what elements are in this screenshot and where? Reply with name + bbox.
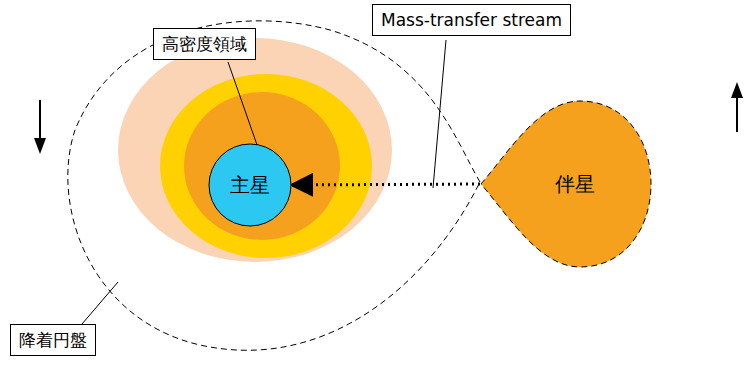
leader-line (82, 282, 118, 324)
orbit-direction-arrow (731, 82, 743, 98)
orbit-direction-arrow (39, 100, 41, 140)
primary-star-fill (209, 144, 291, 226)
star-name: 伴星 (555, 171, 595, 198)
orbit-direction-arrow (34, 138, 46, 154)
primary-star: 主星 (208, 143, 292, 227)
label-box: Mass-transfer stream (372, 4, 571, 36)
label-box: 降着円盤 (10, 324, 96, 356)
accretion-disk-inner (184, 92, 340, 240)
star-name: 主星 (230, 172, 270, 199)
label-box: 高密度領域 (153, 28, 256, 60)
label-text: 降着円盤 (19, 330, 87, 350)
leader-line (433, 40, 446, 188)
label-text: 高密度領域 (162, 34, 247, 54)
accretion-disk-outer (118, 38, 392, 262)
label-text: Mass-transfer stream (381, 10, 562, 30)
accretion-disk-middle (160, 74, 372, 258)
orbit-direction-arrow (736, 96, 738, 132)
mass-transfer-arrow (292, 184, 480, 185)
companion-star-fill (481, 101, 651, 267)
roche-lobe (68, 21, 480, 350)
companion-star: 伴星 (480, 100, 652, 268)
